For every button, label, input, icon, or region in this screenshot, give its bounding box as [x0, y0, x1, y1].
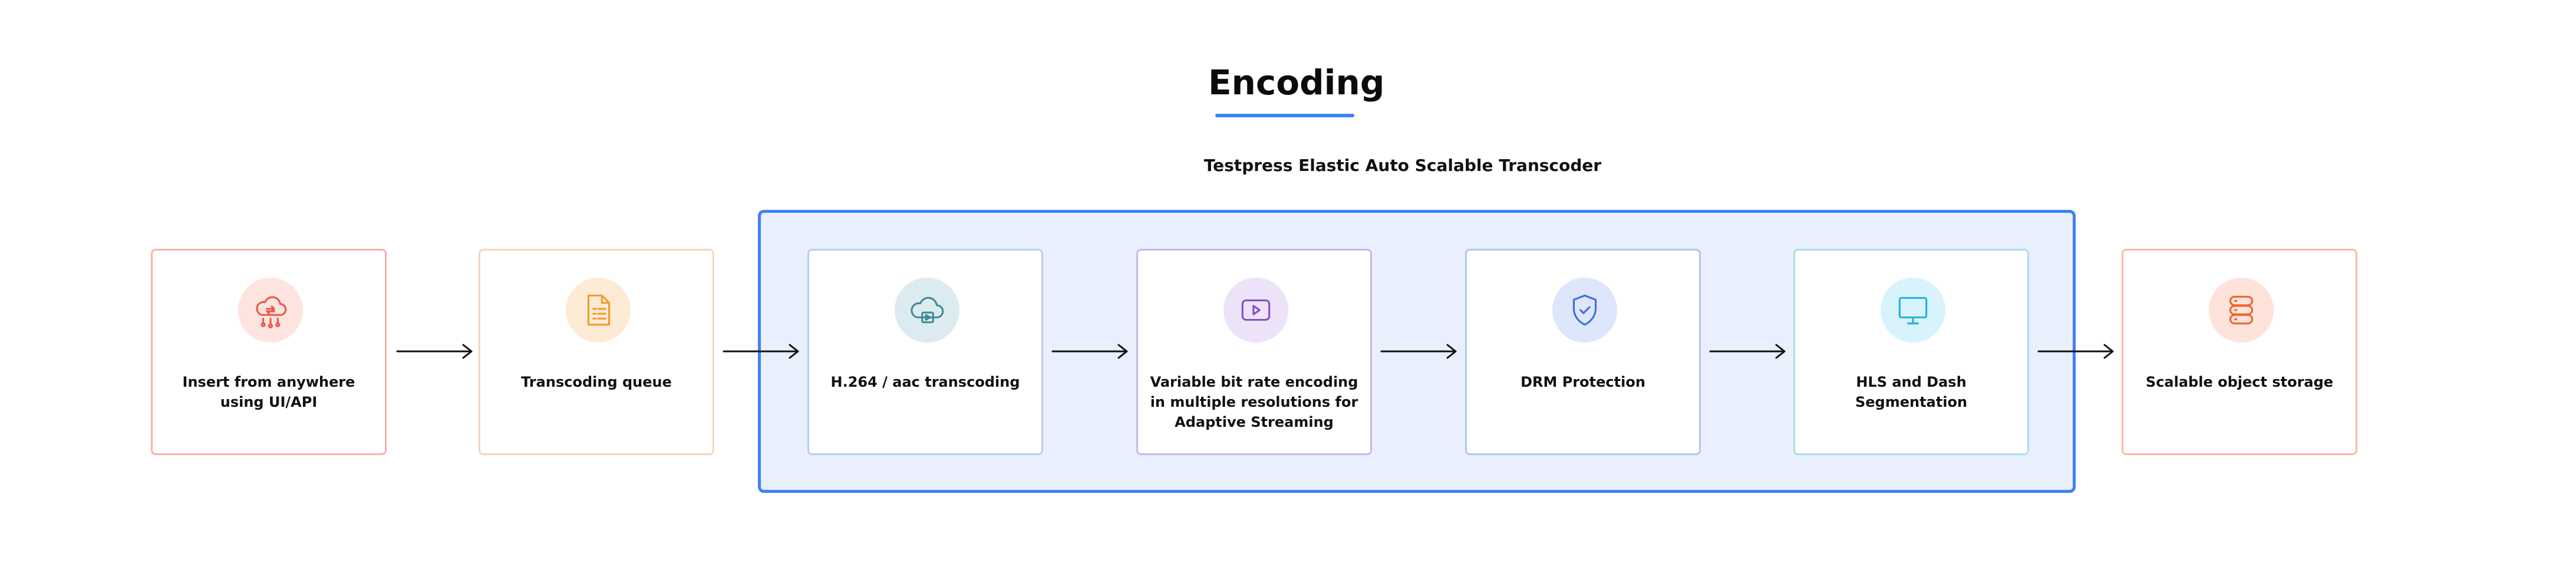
group-title: Testpress Elastic Auto Scalable Transcod…: [1203, 156, 1602, 175]
icon-circle: [1881, 278, 1945, 343]
step-label: Transcoding queue: [521, 374, 672, 390]
step-label: Insert from anywhere using UI/API: [182, 374, 355, 410]
icon-circle: [2209, 278, 2274, 343]
database-icon: [2229, 295, 2254, 325]
arrow-right-icon: [2037, 344, 2114, 359]
shield-check-icon: [1572, 294, 1597, 326]
step-label: DRM Protection: [1520, 374, 1645, 390]
icon-circle: [566, 278, 631, 343]
step-label: Scalable object storage: [2145, 374, 2334, 390]
step-label: HLS and Dash Segmentation: [1855, 374, 1968, 410]
document-list-icon: [587, 294, 611, 326]
step-card-vbr: Variable bit rate encoding in multiple r…: [1136, 249, 1372, 455]
step-card-drm: DRM Protection: [1465, 249, 1701, 455]
cloud-upload-icon: [256, 296, 287, 328]
step-card-hls: HLS and Dash Segmentation: [1793, 249, 2029, 455]
arrow-right-icon: [396, 344, 473, 359]
title-underline: [1215, 114, 1354, 117]
page-title: Encoding: [1208, 62, 1385, 103]
step-card-h264: H.264 / aac transcoding: [807, 249, 1043, 455]
arrow-right-icon: [1709, 344, 1786, 359]
step-label: Variable bit rate encoding in multiple r…: [1150, 374, 1358, 430]
step-label: H.264 / aac transcoding: [830, 374, 1020, 390]
arrow-right-icon: [1380, 344, 1457, 359]
monitor-icon: [1898, 297, 1928, 325]
icon-circle: [1223, 278, 1288, 343]
step-card-storage: Scalable object storage: [2122, 249, 2357, 455]
step-card-insert: Insert from anywhere using UI/API: [151, 249, 387, 455]
icon-circle: [238, 278, 303, 343]
play-screen-icon: [1241, 299, 1271, 321]
icon-circle: [895, 278, 959, 343]
cloud-video-icon: [911, 297, 944, 324]
icon-circle: [1552, 278, 1617, 343]
step-card-queue: Transcoding queue: [479, 249, 714, 455]
arrow-right-icon: [723, 344, 799, 359]
arrow-right-icon: [1051, 344, 1128, 359]
